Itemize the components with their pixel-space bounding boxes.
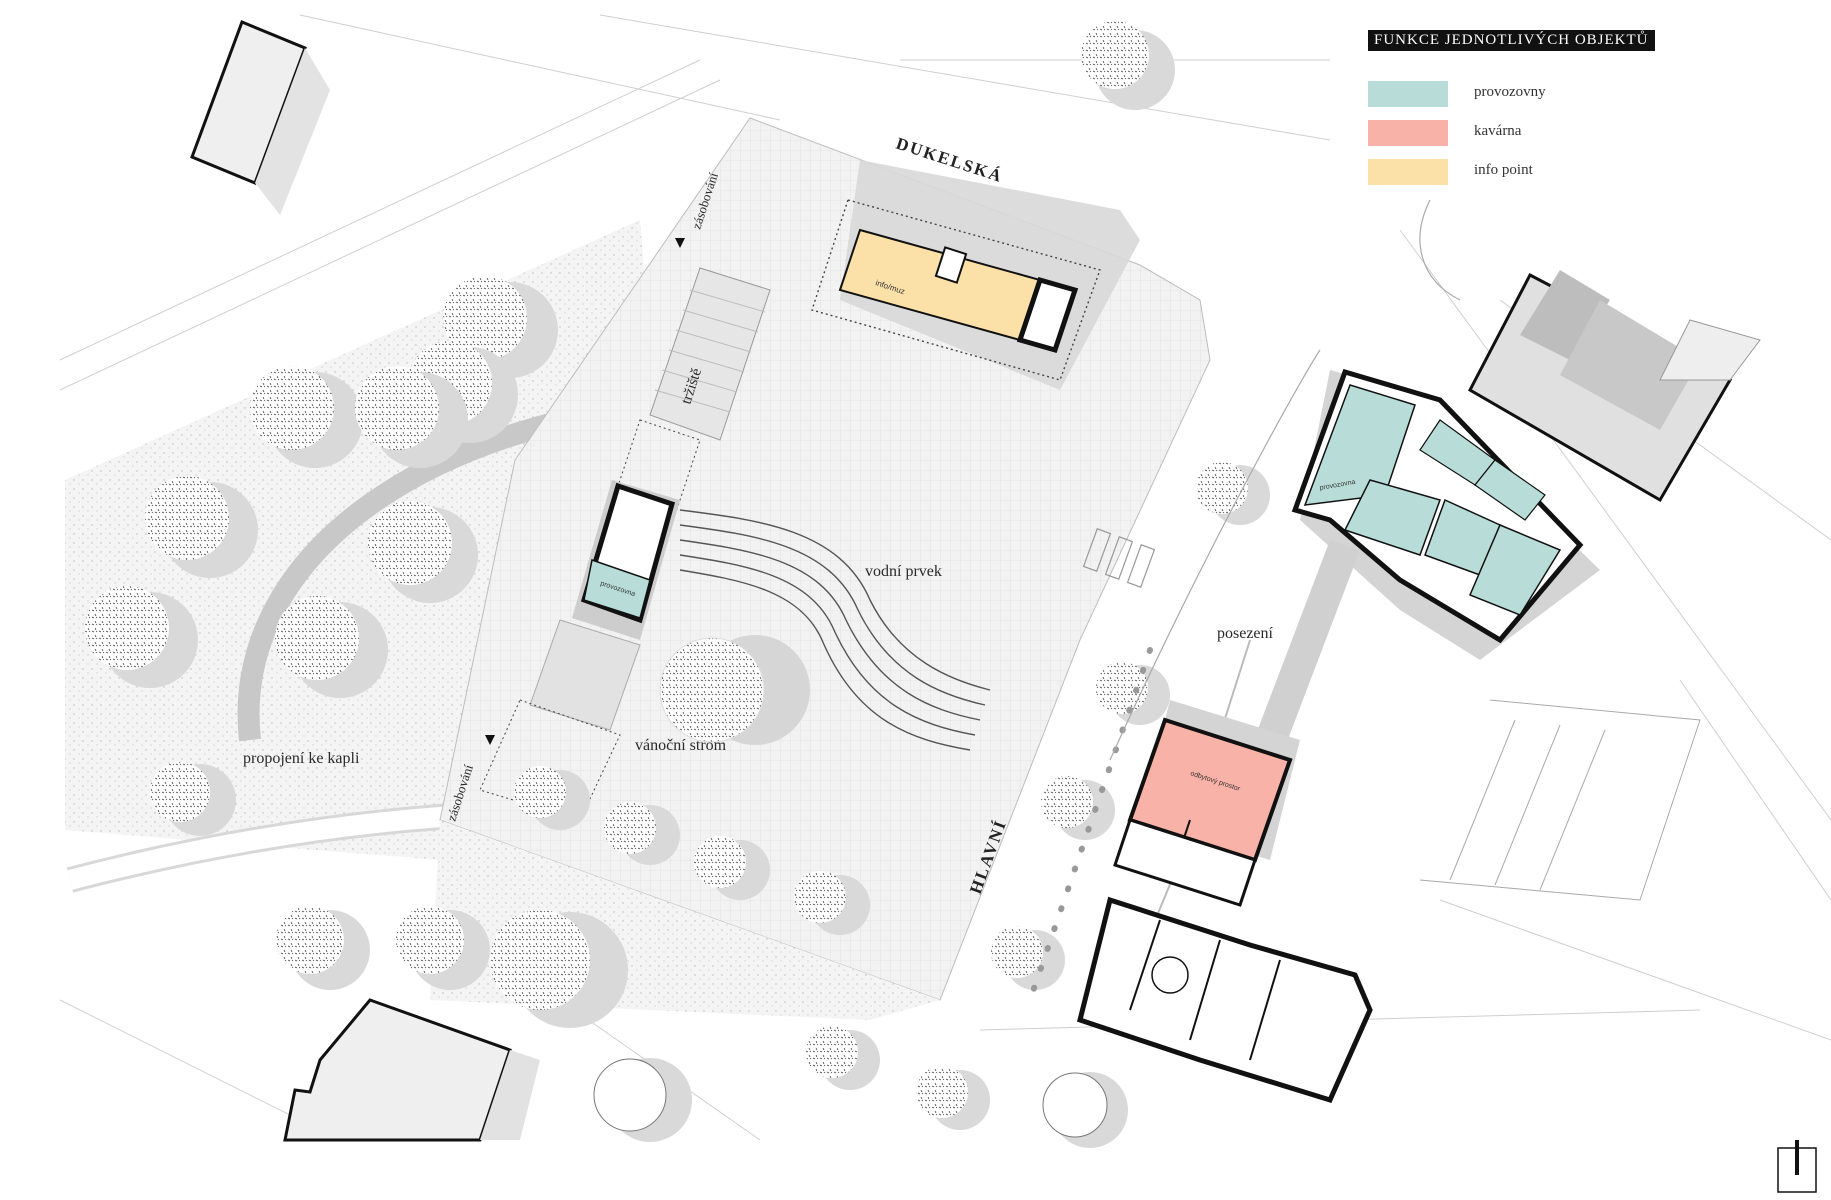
crosswalk: [1082, 528, 1156, 588]
christmas-tree: [659, 635, 810, 745]
legend-item-provozovny: provozovny: [1368, 81, 1698, 120]
label-posezeni: posezení: [1217, 625, 1274, 642]
legend-item-kavarna: kavárna: [1368, 120, 1698, 159]
legend-title: FUNKCE JEDNOTLIVÝCH OBJEKTŮ: [1368, 30, 1655, 51]
shops-building: provozovna: [1291, 368, 1584, 644]
supply-arrow-top: [675, 238, 685, 248]
legend-label: kavárna: [1474, 123, 1522, 139]
legend: FUNKCE JEDNOTLIVÝCH OBJEKTŮ provozovny k…: [1368, 30, 1698, 198]
market-stalls: [609, 267, 771, 531]
central-pavilion: provozovna: [580, 482, 676, 624]
legend-label: provozovny: [1474, 84, 1546, 100]
legend-swatch: [1368, 120, 1448, 146]
water-feature: [679, 509, 991, 751]
parking: [1419, 699, 1701, 901]
building-bottom-left: [283, 998, 512, 1142]
trees-park: [85, 21, 1270, 1148]
label-propojeni: propojení ke kapli: [243, 750, 360, 767]
legend-item-info-point: info point: [1368, 159, 1698, 198]
historic-building: [1077, 896, 1373, 1104]
north-arrow-icon: [1777, 1140, 1817, 1193]
legend-swatch: [1368, 159, 1448, 185]
label-vodni-prvek: vodní prvek: [865, 563, 942, 580]
existing-building-right: [1468, 270, 1761, 503]
supply-arrow-bottom: [485, 735, 495, 745]
label-vanocni-strom: vánoční strom: [635, 737, 727, 754]
legend-label: info point: [1474, 162, 1533, 178]
cafe-building: odbytový prostor: [1113, 717, 1293, 907]
info-pavilion: info/muz: [811, 199, 1101, 381]
legend-swatch: [1368, 81, 1448, 107]
